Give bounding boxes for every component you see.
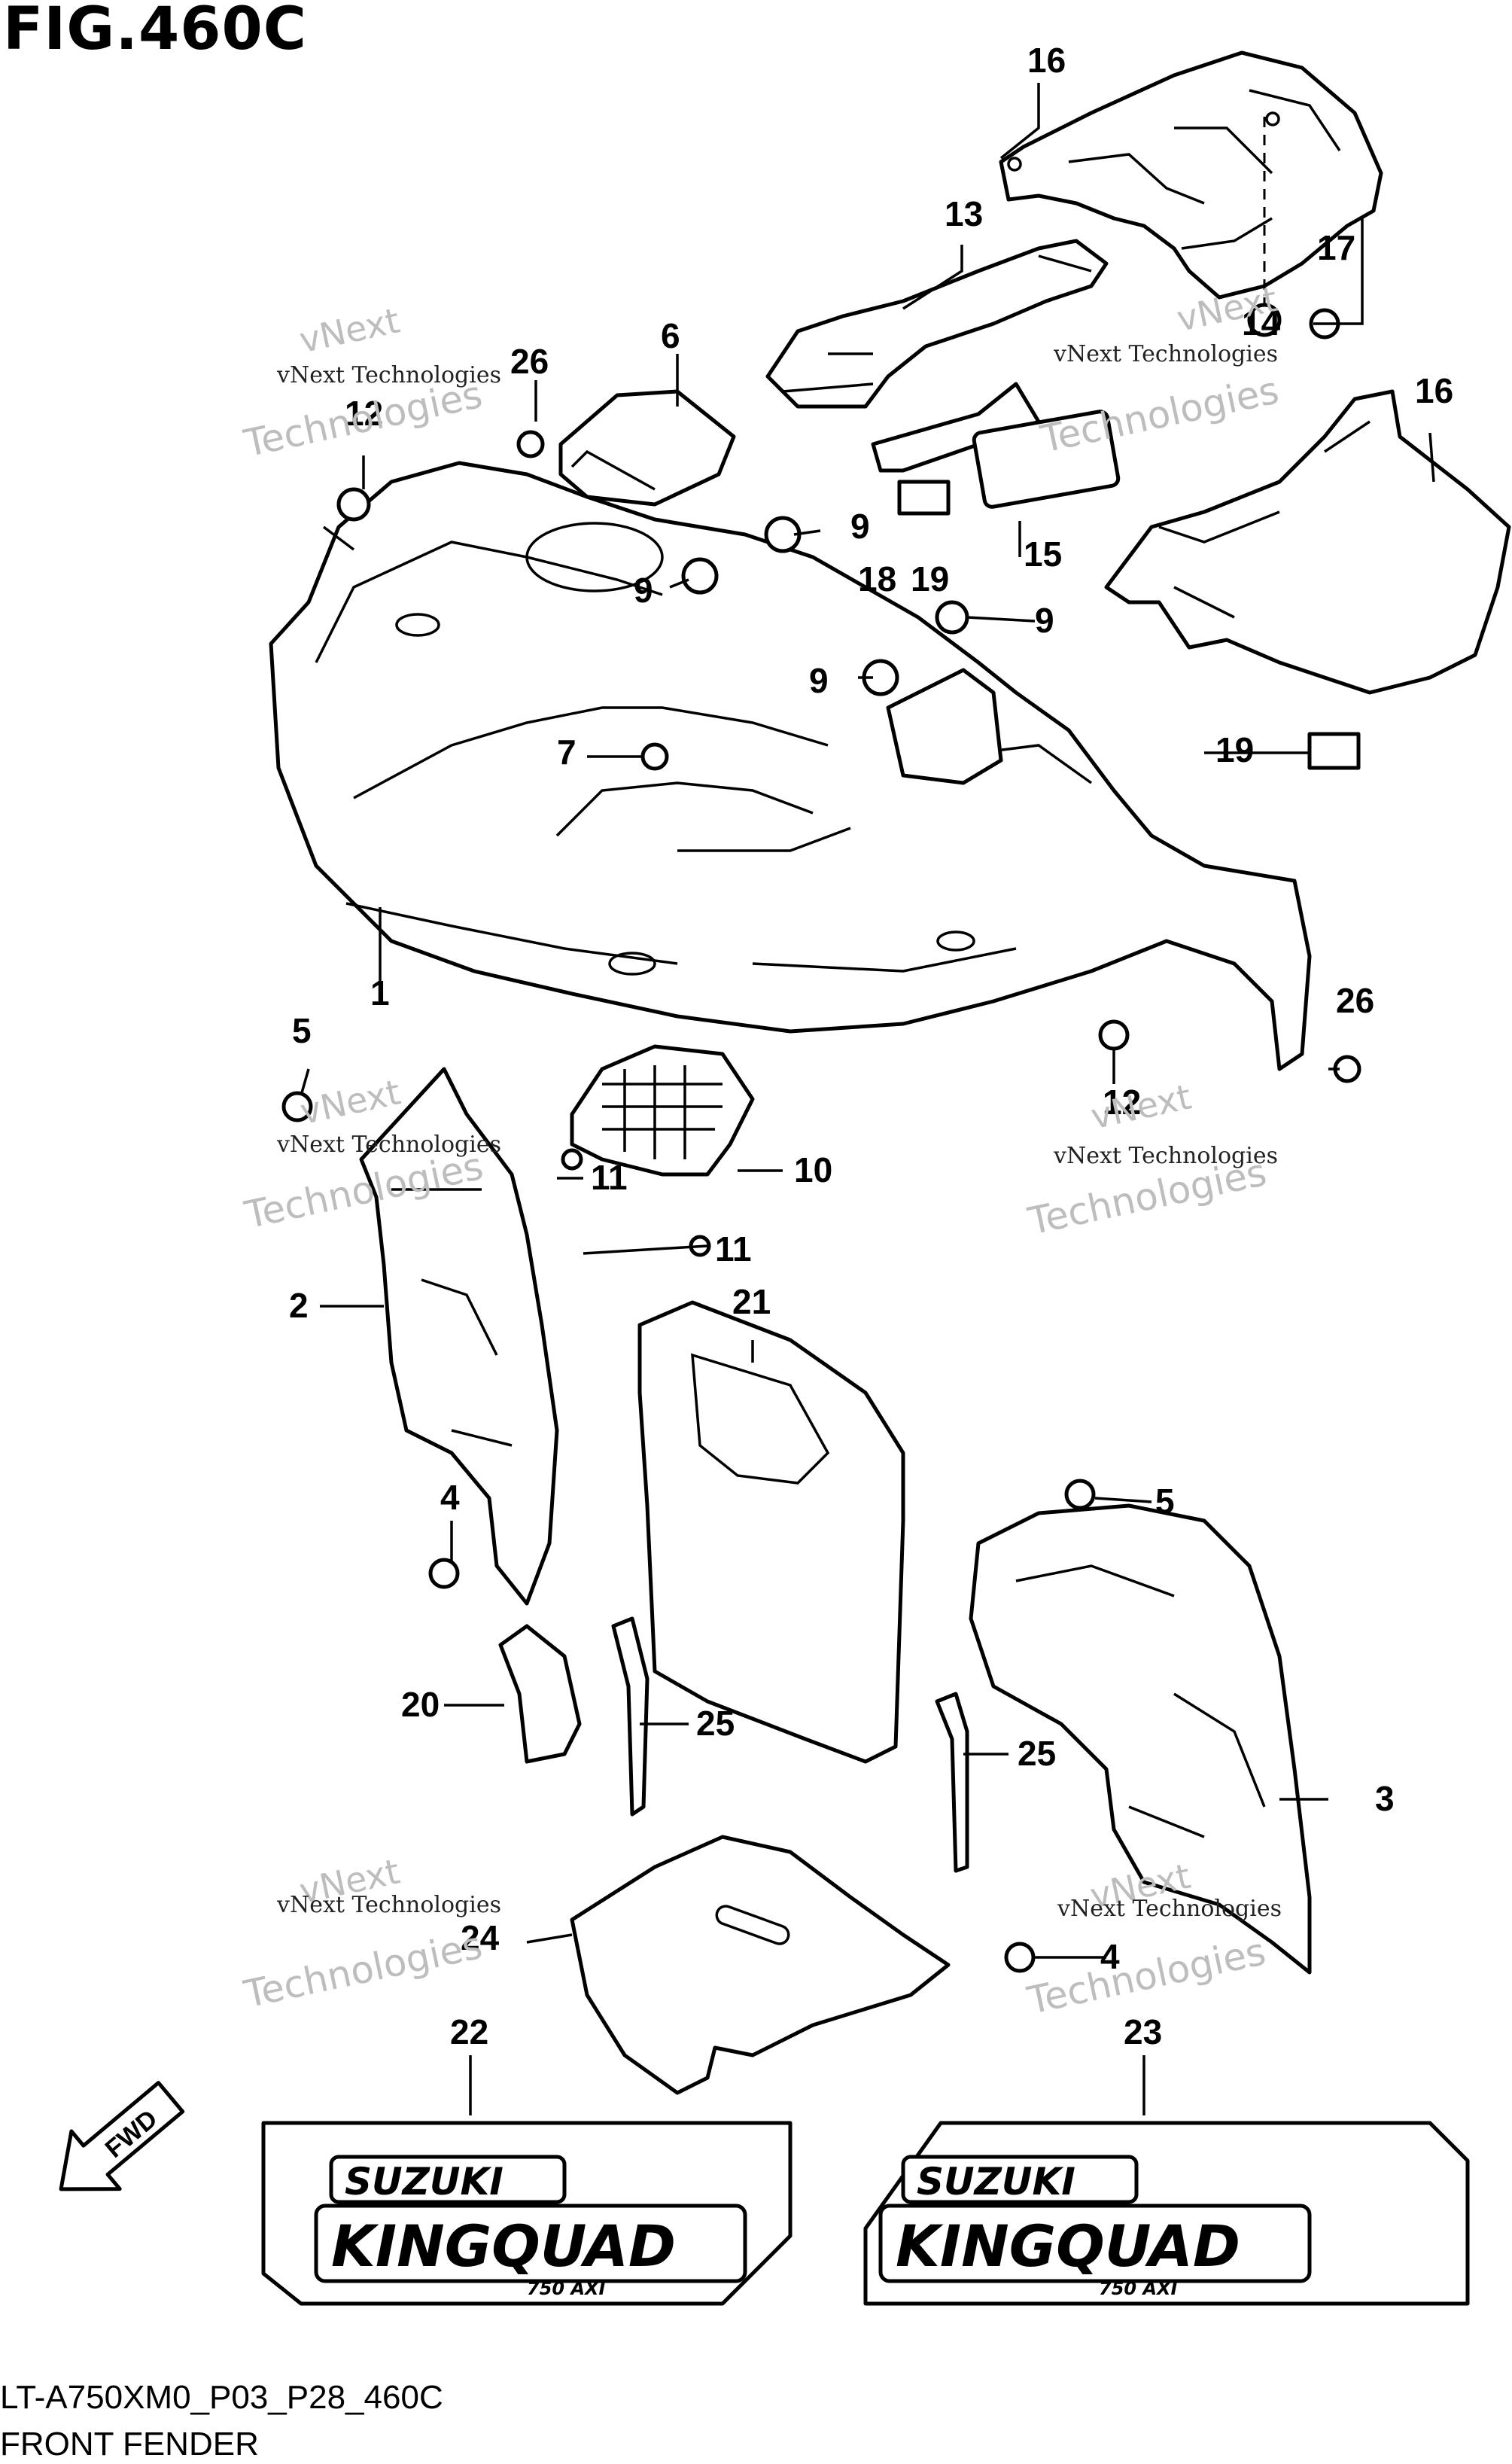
callout-1: 1 <box>370 973 390 1013</box>
decal-23: SUZUKI KINGQUAD 750 AXI <box>863 2121 1470 2306</box>
callout-8: 16 <box>1027 41 1066 80</box>
callout-23: 23 <box>1124 2012 1162 2051</box>
callout-25-a: 25 <box>696 1704 735 1743</box>
callout-15: 15 <box>1024 535 1062 574</box>
figure-caption: FRONT FENDER <box>0 2426 259 2462</box>
part-1-front-fender <box>269 461 1312 1071</box>
callout-25-b: 25 <box>1018 1734 1056 1773</box>
part-16-panel <box>1104 389 1511 695</box>
callout-13: 13 <box>945 194 983 233</box>
figure-code: LT-A750XM0_P03_P28_460C <box>0 2379 443 2416</box>
callout-21: 21 <box>732 1282 771 1321</box>
callout-14: 14 <box>1242 303 1281 343</box>
leader-lines <box>300 83 1435 2115</box>
callout-5-a: 5 <box>292 1011 312 1050</box>
part-25-tie-b <box>935 1692 969 1873</box>
callout-4-a: 4 <box>440 1478 460 1517</box>
svg-text:Technologies: Technologies <box>1036 368 1282 461</box>
callout-12-top: 12 <box>345 394 383 433</box>
part-25-tie-a <box>611 1616 650 1817</box>
callout-26-top: 26 <box>510 342 549 381</box>
decal-22-model: KINGQUAD <box>331 2213 676 2280</box>
callout-3: 3 <box>1375 1779 1395 1818</box>
callout-26-bottom: 26 <box>1336 981 1374 1020</box>
part-21-plate <box>637 1300 905 1764</box>
decal-22: SUZUKI KINGQUAD 750 AXI <box>261 2121 793 2306</box>
fwd-arrow-icon: FWD <box>59 2081 185 2191</box>
callout-4-b: 4 <box>1100 1937 1120 1976</box>
part-19-pad-b <box>1307 732 1361 770</box>
part-19-pad-a <box>897 480 951 516</box>
decal-23-sub: 750 AXI <box>1099 2278 1178 2299</box>
callout-22: 22 <box>450 2012 488 2051</box>
callout-24: 24 <box>461 1918 500 1957</box>
decal-23-model: KINGQUAD <box>896 2213 1240 2280</box>
part-15-pad <box>972 410 1121 509</box>
callout-9-a: 9 <box>850 507 870 546</box>
callout-6: 6 <box>661 316 680 355</box>
watermark-text-4: vNext Technologies <box>1053 1143 1278 1169</box>
callout-19-a: 19 <box>911 559 949 598</box>
part-8-cover <box>999 50 1383 300</box>
callout-12-bottom: 12 <box>1103 1083 1141 1122</box>
svg-text:vNext: vNext <box>296 300 403 361</box>
part-24-skid <box>570 1835 951 2095</box>
callout-7: 7 <box>557 732 577 772</box>
watermark-text-6: vNext Technologies <box>1057 1896 1282 1922</box>
figure-title: FIG.460C <box>3 0 308 63</box>
callout-11-b: 11 <box>715 1229 752 1269</box>
callout-9-c: 9 <box>1035 601 1054 640</box>
part-6-lid <box>558 389 736 507</box>
callout-labels: 16 13 17 14 16 6 26 12 9 9 18 19 15 9 9 … <box>289 41 1453 2051</box>
svg-text:Technologies: Technologies <box>240 1923 486 2017</box>
callout-10: 10 <box>794 1150 832 1189</box>
svg-text:vNext: vNext <box>297 1071 404 1132</box>
watermark-text-1: vNext Technologies <box>276 362 501 388</box>
part-3-right-guard <box>969 1503 1312 1975</box>
callout-19-b: 19 <box>1215 730 1254 769</box>
part-2-left-guard <box>359 1067 559 1606</box>
watermark-text-3: vNext Technologies <box>276 1131 501 1158</box>
callout-9-b: 9 <box>634 571 653 610</box>
watermark-text-2: vNext Technologies <box>1053 341 1278 367</box>
decal-22-sub: 750 AXI <box>527 2278 606 2299</box>
callout-11-a: 11 <box>591 1158 628 1197</box>
decal-23-brand: SUZUKI <box>917 2160 1075 2204</box>
part-20-bracket <box>498 1624 582 1764</box>
callout-9-d: 9 <box>809 661 829 700</box>
callout-17: 17 <box>1317 228 1355 267</box>
callout-5-b: 5 <box>1155 1482 1175 1521</box>
watermark-top-right: Technologies vNext <box>1036 279 1282 461</box>
callout-16: 16 <box>1415 371 1453 410</box>
decal-22-brand: SUZUKI <box>345 2160 503 2204</box>
svg-text:Technologies: Technologies <box>1023 1929 1269 2023</box>
callout-18: 18 <box>858 559 896 598</box>
watermark-text-5: vNext Technologies <box>276 1892 501 1918</box>
watermark-bottom-left: Technologies vNext <box>240 1850 486 2017</box>
part-13-bracket <box>765 239 1109 473</box>
part-10-grille <box>570 1044 755 1177</box>
callout-2: 2 <box>289 1286 309 1325</box>
callout-20: 20 <box>401 1685 440 1724</box>
